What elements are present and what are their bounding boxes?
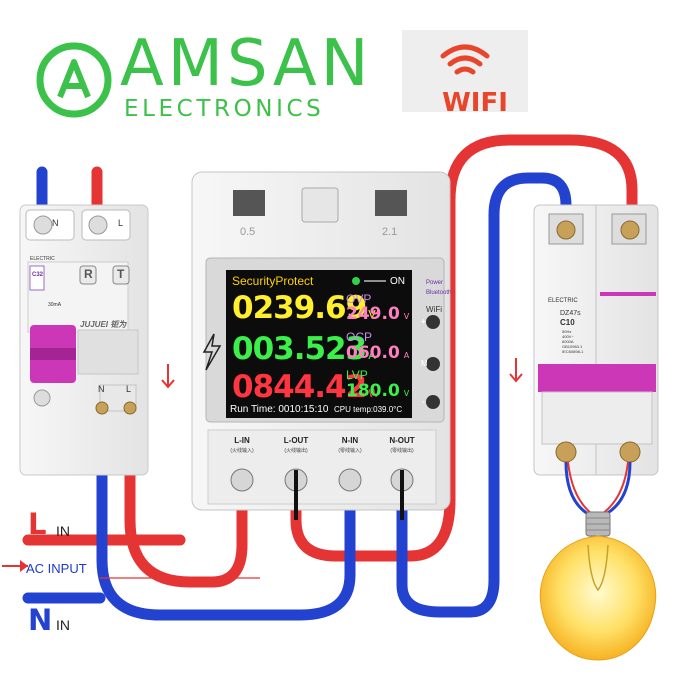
neutral-letter: N [28,603,53,637]
terminal-l-in-sub: (火线输入) [230,448,254,454]
rcbo-brand: ELECTRIC [30,256,55,262]
rcbo-rating: C32 [32,272,44,278]
wifi-badge [402,30,528,112]
lcd-screen [226,270,412,418]
rcbo-t-button [112,265,130,285]
mcb-spec-1: 50Hz [562,329,572,334]
ovp-label: OVP [346,292,372,306]
mcb-brand: ELECTRIC [548,298,578,304]
minus-button [426,395,440,409]
wifi-icon [440,44,490,75]
bluetooth-indicator-label: Bluetooth [426,290,452,296]
brand-subtitle: ELECTRONICS [124,96,325,122]
mcb-toggle-handle [538,364,656,392]
mode-button-label[interactable]: M [421,359,428,368]
ac-input-arrow-icon [20,560,28,572]
mcb-spec-2: 400V~ [562,334,574,339]
mcb-rating: C10 [560,318,575,327]
power-indicator-label: Power [426,280,444,286]
mcb-spec-4: GB10963.1 [562,344,583,349]
meter-top-number-left: 0.5 [240,226,256,238]
terminal-n-in-sub: (零线输入) [338,448,362,454]
line-letter: L [28,507,47,541]
rcbo-bottom-l: L [126,384,132,394]
lcd-title: SecurityProtect [232,274,314,288]
lcd-status: ON [390,276,405,287]
run-time: Run Time: 0010:15:10 [230,404,329,415]
light-bulb-icon [539,461,657,661]
lightning-icon [202,333,222,371]
rcbo-terminal-n: N [52,218,59,228]
ac-input-label: AC INPUT [26,561,87,576]
minus-button-label[interactable]: - [422,397,425,406]
rcbo-t-button-label: T [117,267,125,281]
mode-button [426,357,440,371]
rcbo-breaker [19,204,149,476]
rcbo-r-button [79,265,97,285]
rcbo-rating-badge [29,265,45,291]
line-sub: IN [56,523,70,539]
mcb-spec-3: 6000A [562,339,574,344]
terminal-l-in-label: L-IN [234,436,250,445]
brand-name: AMSAN [120,27,373,101]
lvp-label: LVP [346,368,368,382]
status-led-icon [352,277,360,285]
down-arrow-icon [161,358,523,389]
terminal-n-out-label: N-OUT [389,436,415,445]
wifi-button-label: WiFi [426,305,442,314]
mcb-model: DZ47s [560,310,581,317]
mcb-breaker [533,204,659,476]
neutral-sub: IN [56,617,70,633]
rcbo-bottom-n: N [98,384,105,394]
rcbo-wordmark: JUJUEI 钜为 [80,320,127,329]
plus-button-label[interactable]: + [421,317,426,326]
terminal-l-out-label: L-OUT [283,436,309,445]
plus-button [426,315,440,329]
rcbo-spec: 30mA [48,302,62,308]
amsan-logo-icon [36,42,112,118]
terminal-screws [230,468,414,492]
neutral-wires [22,166,572,621]
mcb-spec-5: IEC60898-1 [562,349,584,354]
ocp-label: OCP [346,330,373,344]
terminal-n-out-sub: (零线输出) [390,448,414,454]
meter-top-number-right: 2.1 [382,226,398,238]
rcbo-terminal-l: L [118,218,124,228]
wifi-label: WIFI [442,88,508,118]
smart-meter [191,171,451,520]
terminal-n-in-label: N-IN [341,436,359,445]
terminal-l-out-sub: (火线输出) [284,448,308,454]
cpu-temp: CPU temp:039.0°C [334,405,403,414]
rcbo-r-button-label: R [84,267,93,281]
